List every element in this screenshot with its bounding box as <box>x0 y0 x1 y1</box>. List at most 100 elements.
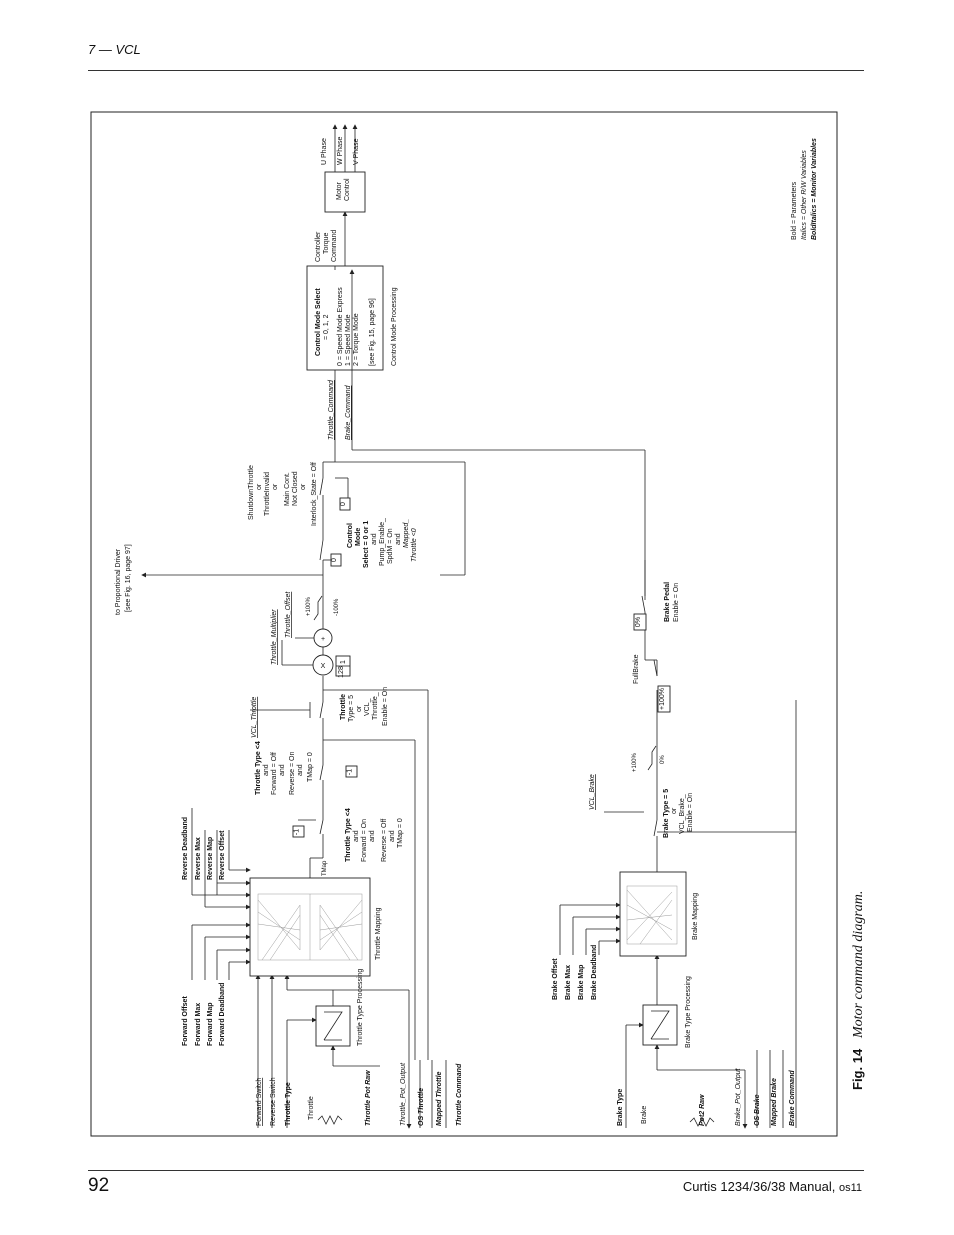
svg-text:Select = 0 or 1: Select = 0 or 1 <box>363 521 370 568</box>
svg-text:and: and <box>353 830 360 842</box>
brake-pedal-zero: 0% <box>635 617 642 627</box>
brake-pedal-zero-box <box>633 613 647 631</box>
svg-text:Throttle <0: Throttle <0 <box>411 528 418 562</box>
svg-text:or: or <box>671 807 678 814</box>
brake-input-labels: Brake Type Brake Pot2 Raw Brake_Pot_Outp… <box>617 1067 796 1126</box>
footer-rule <box>88 1170 864 1171</box>
svg-text:[see Fig. 16, page 97]: [see Fig. 16, page 97] <box>125 544 132 612</box>
section-header: 7 — VCL <box>88 42 141 57</box>
reverse-switch-label: Reverse Switch <box>270 1077 277 1126</box>
switch4-condition: Control Mode Select = 0 or 1 and Pump_En… <box>347 518 418 568</box>
brake-pot-resistor <box>689 1117 715 1127</box>
svg-text:TMap = 0: TMap = 0 <box>307 752 314 782</box>
svg-text:Forward = Off: Forward = Off <box>271 752 278 795</box>
brake-type-label: Brake Type <box>617 1089 624 1126</box>
svg-text:Main Cont.: Main Cont. <box>284 472 291 506</box>
throttle-mapping-graph <box>257 893 363 961</box>
tmap-label: TMap <box>322 860 328 876</box>
svg-text:Throttle Type Processing: Throttle Type Processing <box>357 969 364 1046</box>
svg-text:and: and <box>297 764 304 776</box>
reverse-param-labels: Reverse Deadband Reverse Max Reverse Map… <box>182 817 226 880</box>
reverse-offset-label: Reverse Offset <box>219 830 226 880</box>
forward-map-label: Forward Map <box>207 1002 214 1046</box>
switch2-condition: Throttle Type <4 and Forward = Off and R… <box>255 741 314 795</box>
brake-param-labels: Brake Offset Brake Max Brake Map Brake D… <box>552 945 598 1000</box>
svg-text:Mode: Mode <box>355 528 362 546</box>
switch3-condition: Throttle Type = 5 or VCL_ Throttle_ Enab… <box>340 687 389 726</box>
svg-text:Bold = Parameters: Bold = Parameters <box>791 181 798 240</box>
minus-one-label-2: -1 <box>347 769 354 775</box>
forward-param-labels: Forward Offset Forward Max Forward Map F… <box>182 983 226 1046</box>
vcl-brake-label: VCL_Brake <box>589 774 596 810</box>
mapped-brake-label: Mapped Brake <box>771 1078 778 1126</box>
throttle-pot-raw-label: Throttle Pot Raw <box>365 1070 372 1126</box>
forward-param-lines <box>191 922 251 980</box>
divisor-top: 1 <box>340 660 347 664</box>
forward-offset-label: Forward Offset <box>182 996 189 1046</box>
svg-text:and: and <box>279 764 286 776</box>
page-number: 92 <box>88 1175 110 1196</box>
svg-text:Brake Pedal: Brake Pedal <box>664 582 671 622</box>
zero-box-2 <box>339 497 351 511</box>
throttle-type-processing-icon <box>323 1011 343 1041</box>
forward-max-label: Forward Max <box>195 1003 202 1046</box>
brake-command-out-label: Brake_Command <box>345 384 352 440</box>
throttle-mapping-label: Throttle Mapping <box>375 907 382 960</box>
svg-text:ThrottleInvalid: ThrottleInvalid <box>264 472 271 516</box>
svg-text:Interlock_State = Off: Interlock_State = Off <box>311 462 318 526</box>
svg-text:SpdM = On: SpdM = On <box>387 528 394 564</box>
phase-labels: U Phase W Phase V Phase <box>321 136 360 165</box>
svg-text:Enable = On: Enable = On <box>382 687 389 726</box>
forward-switch-label: Forward Switch <box>256 1078 263 1126</box>
header-rule <box>88 70 864 71</box>
mapped-throttle-label: Mapped Throttle <box>436 1071 443 1126</box>
fullbrake-value: +100% <box>659 688 666 710</box>
svg-text:to Proportional Driver: to Proportional Driver <box>115 548 122 615</box>
controller-torque-label: Controller Torque Command <box>315 230 338 262</box>
svg-text:or: or <box>256 483 263 490</box>
control-mode-labels: Control Mode Select = 0, 1, 2 0 = Speed … <box>315 287 398 366</box>
reverse-param-lines <box>191 808 251 910</box>
throttle-type-processing-label: Throttle Type Processing <box>357 969 364 1046</box>
brake-map-label: Brake Map <box>578 965 585 1000</box>
manual-revision: os11 <box>838 1182 862 1194</box>
brake-mapping-box <box>619 871 687 957</box>
brake-deadband-label: Brake Deadband <box>591 945 598 1000</box>
zero-label-1: 0 <box>331 558 338 562</box>
svg-text:and: and <box>371 533 378 545</box>
brake-max-label: Brake Max <box>565 965 572 1000</box>
figure-frame <box>90 111 838 1137</box>
svg-text:0 = Speed Mode Express: 0 = Speed Mode Express <box>337 287 344 366</box>
svg-text:and: and <box>395 533 402 545</box>
limiter-icon <box>313 595 323 621</box>
svg-text:VCL_: VCL_ <box>364 698 371 716</box>
caption-label: Fig. 14 <box>850 1048 865 1090</box>
svg-text:TMap = 0: TMap = 0 <box>397 818 404 848</box>
brake-limit-top-label: +100% <box>632 752 638 772</box>
figure-caption: Fig. 14 Motor command diagram. <box>850 891 866 1090</box>
switch6-condition: Brake Type = 5 or VCL_Brake_ Enable = On <box>663 789 694 838</box>
svg-text:and: and <box>263 764 270 776</box>
brake-param-lines <box>559 902 621 955</box>
svg-text:Control: Control <box>347 523 354 548</box>
svg-text:or: or <box>272 483 279 490</box>
svg-text:Pump_Enable_: Pump_Enable_ <box>379 518 386 566</box>
minus-one-box-2 <box>345 765 358 778</box>
zero-label-2: 0 <box>340 502 347 506</box>
vcl-throttle-label: VCL_Throttle <box>251 697 258 738</box>
reverse-map-label: Reverse Map <box>207 837 214 880</box>
svg-text:1 = Speed Mode: 1 = Speed Mode <box>345 314 352 366</box>
forward-deadband-label: Forward Deadband <box>219 983 226 1046</box>
brake-signal-path <box>604 560 796 872</box>
motor-control-box <box>324 171 366 213</box>
brake-type-processing-label: Brake Type Processing <box>685 976 692 1048</box>
svg-text:Controller: Controller <box>315 231 322 262</box>
svg-text:Forward = On: Forward = On <box>361 819 368 862</box>
brake-command-label: Brake Command <box>789 1070 796 1126</box>
pot2-raw-label: Pot2 Raw <box>699 1094 706 1126</box>
svg-text:Reverse = Off: Reverse = Off <box>381 819 388 862</box>
svg-text:Throttle_: Throttle_ <box>372 692 379 720</box>
svg-text:[see Fig. 15, page 96]: [see Fig. 15, page 96] <box>369 298 376 366</box>
reverse-max-label: Reverse Max <box>195 837 202 880</box>
